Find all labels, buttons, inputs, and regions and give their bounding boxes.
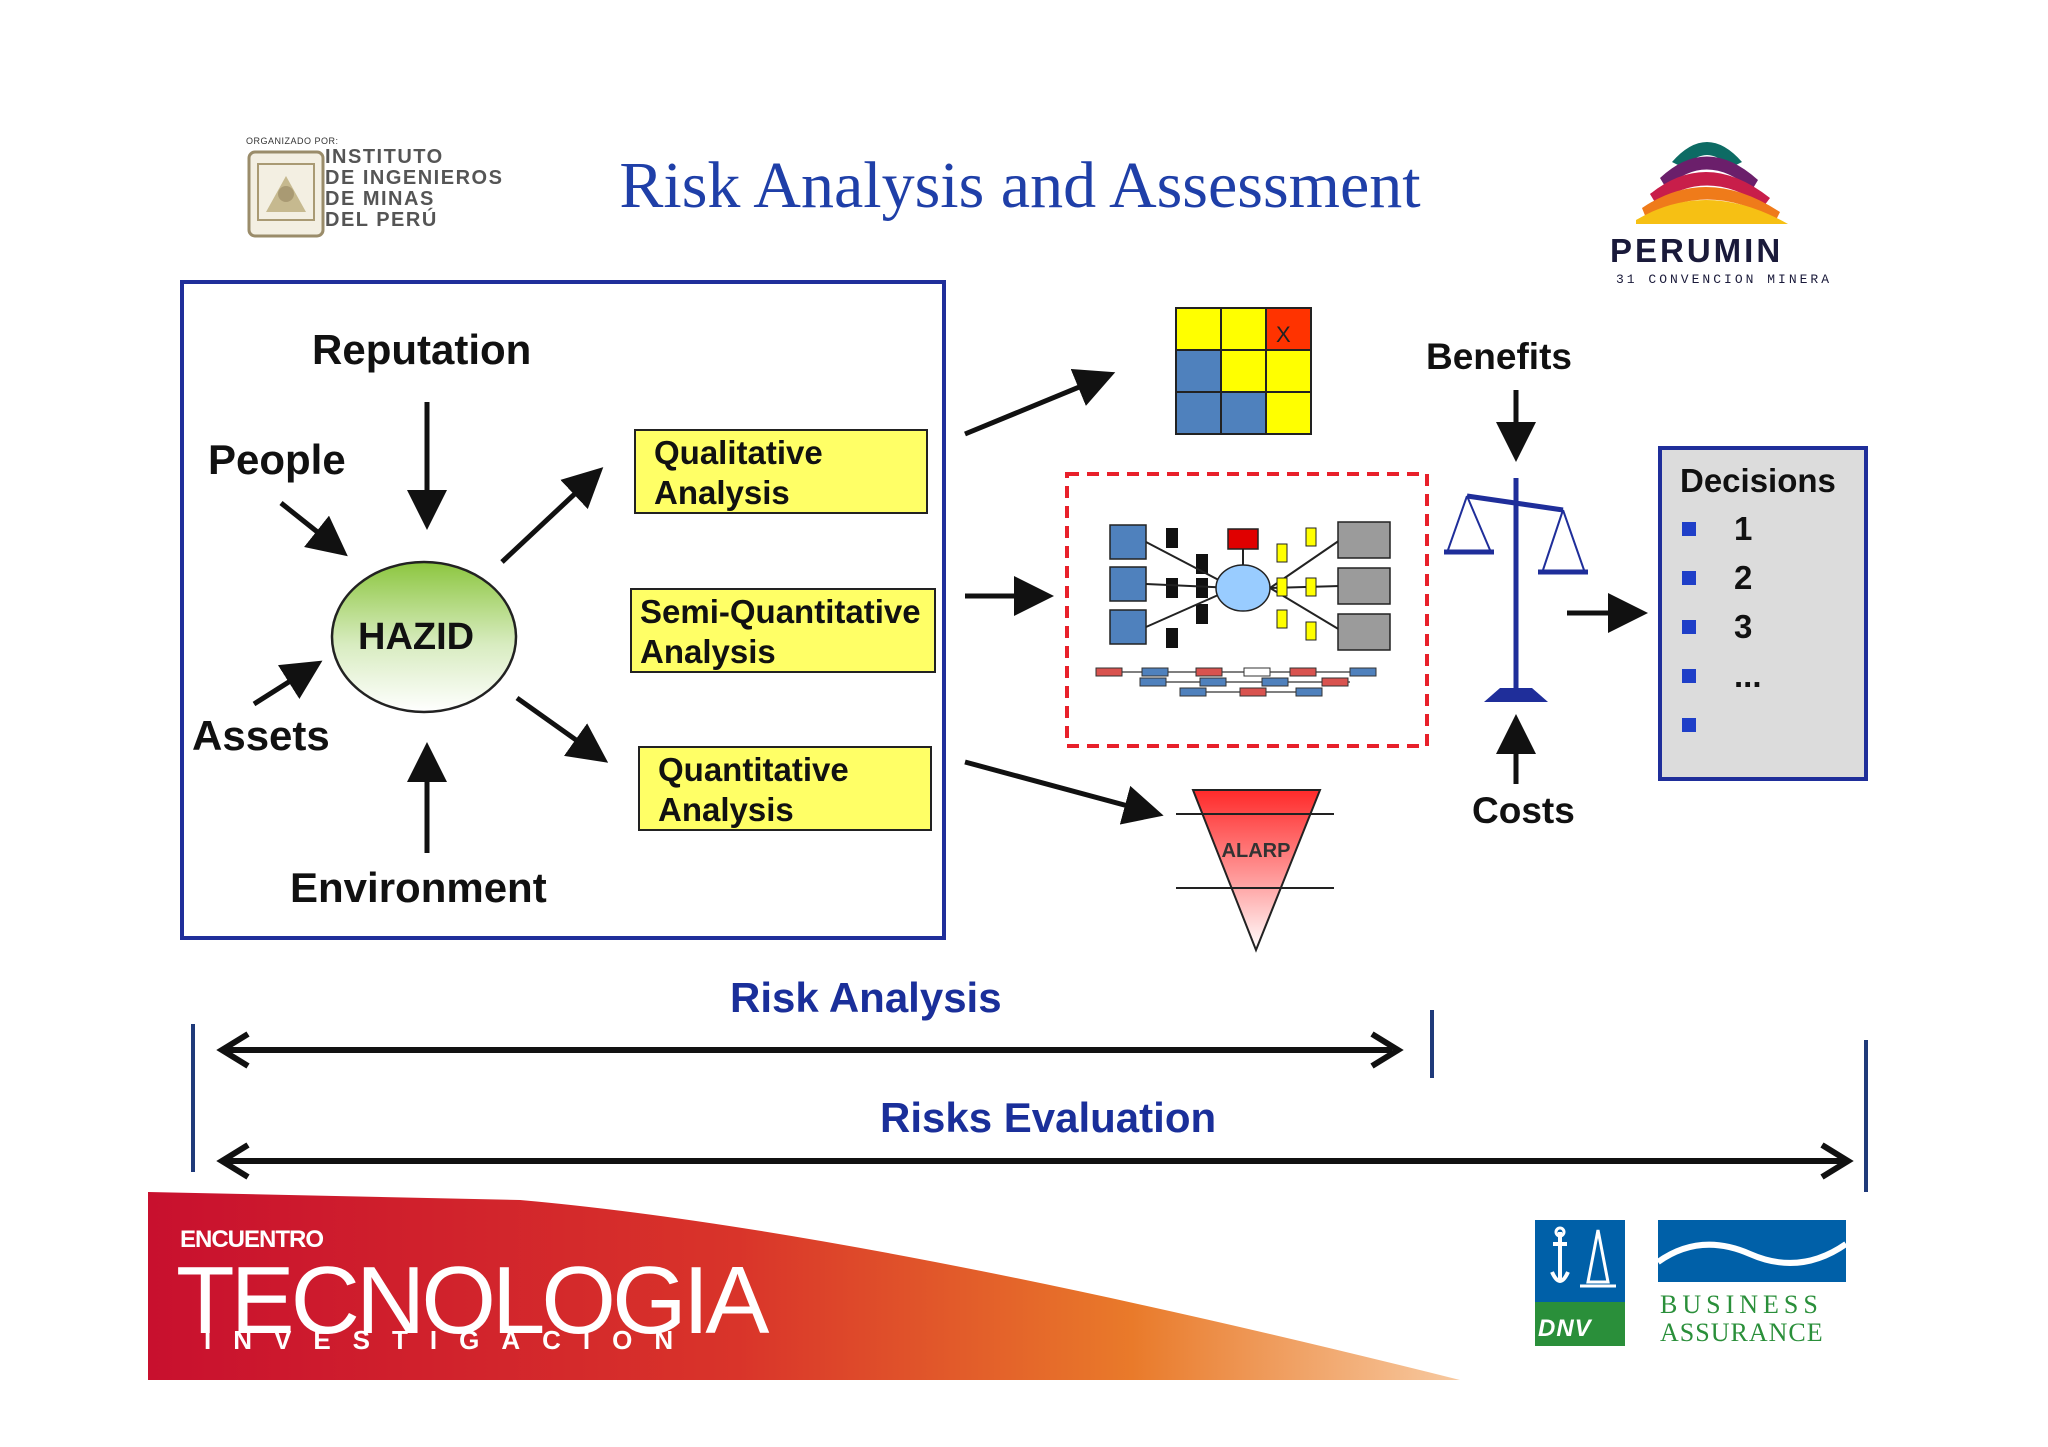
perumin-logo-subtitle: 31 CONVENCION MINERA [1616,272,1833,287]
banner-tecnologia: TECNOLOGIA [176,1247,769,1354]
decisions-panel: Decisions 1 2 3 ... [1658,446,1868,781]
semi-quantitative-analysis-box: Semi-Quantitative Analysis [630,588,936,673]
alarp-triangle [1191,789,1322,953]
hazid-frame [180,280,946,940]
bowtie-diagram [1095,521,1391,697]
bullet-icon [1682,669,1696,683]
input-reputation: Reputation [312,326,532,373]
risk-matrix [1175,307,1312,435]
organizer-line-3: DE MINAS [325,188,435,210]
business-assurance-line-1: BUSINESS [1660,1290,1823,1319]
arrow-to-risk-matrix [964,368,1116,437]
benefits-label: Benefits [1426,336,1572,377]
costs-label: Costs [1472,790,1575,831]
bullet-icon [1682,522,1696,536]
arrow-people [279,501,348,557]
bullet-icon [1682,620,1696,634]
dnv-logo [1535,1220,1625,1346]
organizer-line-2: DE INGENIEROS [325,167,504,189]
bullet-icon [1682,571,1696,585]
banner-investigacion: INVESTIGACION [204,1325,696,1355]
bowtie-model-box [1065,472,1429,748]
page-title: Risk Analysis and Assessment [619,149,1421,222]
risk-analysis-label: Risk Analysis [730,974,1002,1021]
arrow-assets [252,660,323,707]
hazid-node [330,560,518,714]
dnv-logo-text: DNV [1538,1315,1592,1342]
organizer-logo: ORGANIZADO POR: [246,136,536,246]
arrow-to-qualitative [500,467,604,564]
institute-crest-icon [247,150,325,238]
risk-matrix-marker: X [1276,322,1291,347]
business-assurance-logo [1656,1220,1848,1282]
organizer-line-4: DEL PERÚ [325,209,438,231]
qualitative-analysis-box: Qualitative Analysis [634,429,928,514]
decisions-title: Decisions [1680,462,1836,499]
hazid-label: HAZID [358,616,475,658]
quantitative-analysis-box: Quantitative Analysis [638,746,932,831]
input-assets: Assets [192,712,330,759]
risks-evaluation-label: Risks Evaluation [880,1094,1217,1141]
footer-banner [148,1192,1460,1380]
organizer-label: ORGANIZADO POR: [246,136,339,146]
perumin-logo-text: PERUMIN [1610,232,1784,269]
arrow-to-quantitative [515,695,609,763]
input-people: People [208,436,346,483]
risks-evaluation-span-arrow [216,1142,1854,1180]
balance-scale-icon [1444,478,1588,702]
organizer-line-1: INSTITUTO [325,146,444,168]
banner-encuentro: ENCUENTRO [180,1226,324,1253]
risk-analysis-span-arrow [216,1031,1404,1069]
bullet-icon [1682,718,1696,732]
business-assurance-line-2: ASSURANCE [1660,1318,1824,1347]
input-environment: Environment [290,864,547,911]
perumin-mountain-icon [1627,118,1792,224]
arrow-to-alarp [964,759,1164,825]
alarp-label: ALARP [1222,840,1291,862]
